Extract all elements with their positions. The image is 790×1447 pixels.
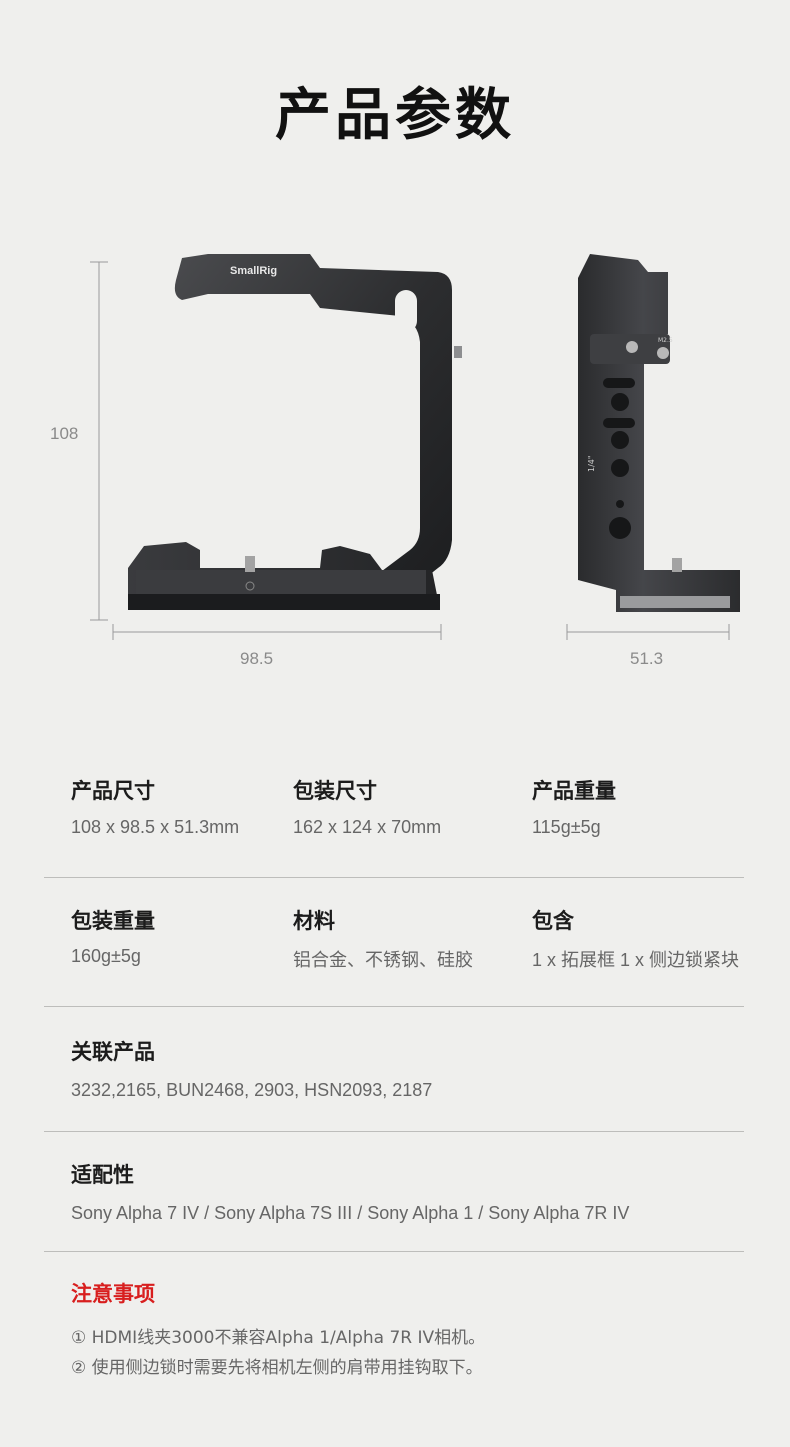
divider-1	[44, 877, 744, 878]
spec-product-weight-value: 115g±5g	[532, 817, 601, 837]
spec-package-weight-label: 包装重量	[71, 909, 155, 933]
divider-2	[44, 1006, 744, 1007]
divider-4	[44, 1251, 744, 1252]
page-title: 产品参数	[275, 83, 515, 148]
side-thread-label: 1/4"	[587, 455, 596, 472]
spec-material-label: 材料	[293, 909, 335, 933]
spec-included-value: 1 x 拓展框 1 x 侧边锁紧块	[532, 950, 740, 970]
spec-product-weight-label: 产品重量	[532, 779, 616, 803]
cage-side-view: 1/4" M2.5	[578, 254, 740, 612]
dimension-width: 98.5	[240, 649, 274, 668]
spec-product-size-label: 产品尺寸	[71, 779, 155, 803]
notice-title: 注意事项	[71, 1282, 155, 1306]
spec-package-size-label: 包装尺寸	[293, 779, 377, 803]
spec-package-weight-value: 160g±5g	[71, 946, 141, 966]
cage-front-view: SmallRig	[128, 254, 462, 610]
spec-related-value: 3232,2165, BUN2468, 2903, HSN2093, 2187	[71, 1080, 433, 1100]
divider-3	[44, 1131, 744, 1132]
dimension-depth: 51.3	[630, 649, 664, 668]
dimension-lines	[90, 261, 730, 640]
spec-related-label: 关联产品	[71, 1040, 155, 1064]
notice-item-2: ② 使用侧边锁时需要先将相机左侧的肩带用挂钩取下。	[71, 1358, 483, 1378]
spec-material-value: 铝合金、不锈钢、硅胶	[293, 950, 473, 970]
brand-logo: SmallRig	[230, 265, 277, 277]
notice-item-1: ① HDMI线夹3000不兼容Alpha 1/Alpha 7R IV相机。	[71, 1328, 486, 1348]
spec-compatibility-label: 适配性	[71, 1163, 134, 1187]
spec-product-size-value: 108 x 98.5 x 51.3mm	[71, 817, 240, 837]
spec-package-size-value: 162 x 124 x 70mm	[293, 817, 442, 837]
spec-compatibility-value: Sony Alpha 7 IV / Sony Alpha 7S III / So…	[71, 1203, 630, 1223]
dimension-height: 108	[50, 424, 79, 443]
spec-included-label: 包含	[532, 909, 574, 933]
side-screw-label: M2.5	[658, 337, 673, 344]
